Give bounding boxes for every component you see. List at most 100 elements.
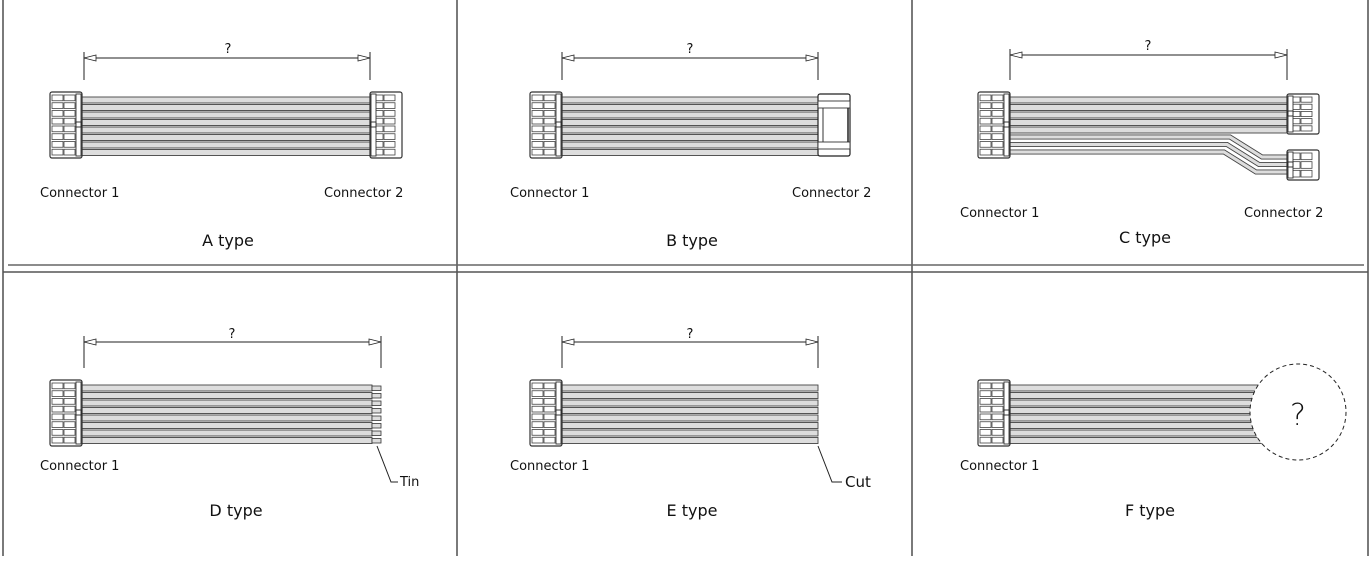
pin-cell (531, 102, 544, 109)
dimension-line-d (83, 336, 382, 368)
wire (1009, 126, 1288, 134)
dimension-b: ? (687, 42, 694, 57)
idc-bar (817, 141, 851, 150)
pin-cell (1300, 111, 1313, 118)
pin-cell (51, 141, 64, 148)
arrow-head (1009, 51, 1023, 59)
pin-cell (979, 102, 992, 109)
pin-cell (1300, 152, 1313, 161)
wire (81, 119, 371, 126)
dimension-e: ? (687, 327, 694, 342)
pin-cell (979, 133, 992, 140)
wires-f (1009, 384, 1263, 444)
pin-cell (979, 421, 992, 428)
polarity-mark (370, 121, 377, 128)
tinned-tip (371, 385, 382, 391)
wire (561, 104, 819, 111)
connector-2-a (369, 91, 403, 159)
pin-cell (543, 390, 556, 397)
pin-cell (51, 398, 64, 405)
wire (561, 437, 819, 444)
pin-cell (543, 148, 556, 156)
pin-cell (991, 429, 1004, 436)
type-label-e: E type (667, 501, 718, 520)
pin-cell (383, 148, 396, 156)
connector-1-label-f: Connector 1 (960, 459, 1039, 474)
polarity-mark (75, 409, 82, 416)
pin-cell (383, 133, 396, 140)
tinned-tip (371, 400, 382, 406)
wire (81, 392, 373, 399)
pin-cell (531, 133, 544, 140)
connector-1-c (977, 91, 1011, 159)
tin-leader (376, 445, 398, 483)
wires-c-lower (1010, 134, 1287, 175)
type-label-a: A type (202, 231, 254, 250)
type-label-b: B type (666, 231, 718, 250)
polarity-mark (555, 409, 562, 416)
tinned-tip (371, 423, 382, 429)
pin-cell (979, 148, 992, 156)
pin-cell (51, 436, 64, 444)
connector-1-d (49, 379, 83, 447)
pin-cell (1300, 169, 1313, 178)
connector-2-c-lower (1286, 149, 1320, 181)
pin-cell (991, 94, 1004, 102)
cut-leader-line (817, 445, 842, 483)
pin-cell (383, 141, 396, 148)
wires-d (81, 384, 373, 444)
pin-cell (1300, 96, 1313, 103)
connector-1-label-e: Connector 1 (510, 459, 589, 474)
pin-cell (383, 117, 396, 125)
pin-cell (51, 133, 64, 140)
pin-cell (531, 110, 544, 117)
wires-e (561, 384, 819, 444)
pin-cell (63, 413, 76, 421)
pin-cell (543, 133, 556, 140)
connector-1-label-b: Connector 1 (510, 186, 589, 201)
pin-cell (531, 125, 544, 133)
pin-cell (63, 436, 76, 444)
wire (1010, 150, 1287, 174)
pin-cell (979, 110, 992, 117)
pin-cell (51, 110, 64, 117)
arrow-head (805, 338, 819, 346)
pin-cell (63, 421, 76, 428)
wire (561, 429, 819, 437)
pin-cell (543, 421, 556, 428)
pin-cell (979, 94, 992, 102)
wire (561, 422, 819, 429)
arrow-head (83, 54, 97, 62)
pin-cell (63, 133, 76, 140)
arrow-head (1274, 51, 1288, 59)
wire (81, 134, 371, 141)
pin-cell (979, 390, 992, 397)
pin-cell (991, 421, 1004, 428)
wire (561, 407, 819, 414)
pin-cell (531, 429, 544, 436)
idc-housing (817, 93, 851, 157)
pin-cell (979, 413, 992, 421)
pin-cell (63, 382, 76, 390)
wire (1009, 429, 1263, 437)
pin-cell (979, 436, 992, 444)
connector-2-label-c: Connector 2 (1244, 206, 1323, 221)
pin-cell (51, 429, 64, 436)
polarity-mark (1003, 409, 1010, 416)
tinned-tip (371, 415, 382, 421)
wire (1009, 414, 1263, 422)
tinned-tip (371, 408, 382, 414)
pin-cell (979, 429, 992, 436)
dimension-d: ? (229, 327, 236, 342)
pin-cell (543, 398, 556, 405)
tin-note: Tin (399, 475, 419, 490)
connector-1-label-d: Connector 1 (40, 459, 119, 474)
wire (561, 392, 819, 399)
pin-cell (63, 102, 76, 109)
pin-cell (1300, 118, 1313, 125)
tinned-tip (371, 438, 382, 444)
pin-cell (51, 413, 64, 421)
wire (81, 126, 371, 134)
pin-cell (531, 398, 544, 405)
polarity-mark (1003, 121, 1010, 128)
